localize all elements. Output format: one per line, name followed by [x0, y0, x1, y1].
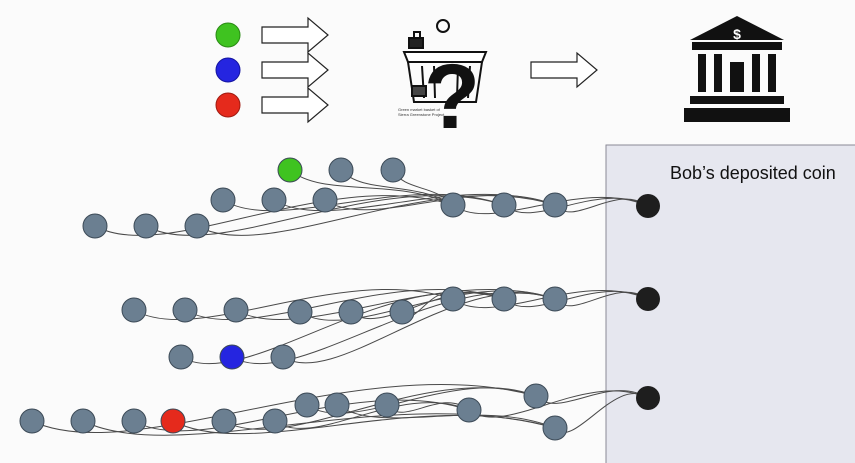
- coin-node: [172, 297, 198, 323]
- coin-node: [328, 157, 354, 183]
- dollar-sign-icon: $: [733, 26, 741, 42]
- coin-node: [374, 392, 400, 418]
- edge-line: [289, 169, 454, 206]
- top-coins: [215, 22, 241, 118]
- arrow-right-icon: [261, 51, 329, 89]
- edge-line: [82, 413, 556, 436]
- coin-node: [491, 286, 517, 312]
- basket-caption: Green market basket of Sierra Greenstone…: [398, 107, 445, 117]
- coin-node: [70, 408, 96, 434]
- nodes: [19, 157, 568, 441]
- coin-node: [121, 408, 147, 434]
- red-coin-icon: [215, 92, 241, 118]
- coin-node: [223, 297, 249, 323]
- deposited-coin-node: [636, 386, 660, 410]
- coin-node: [210, 187, 236, 213]
- green-coin-node: [277, 157, 303, 183]
- coin-node: [523, 383, 549, 409]
- edge-line: [468, 390, 649, 418]
- edge-line: [299, 290, 556, 321]
- edge-line: [503, 197, 649, 214]
- deposited-coin-node: [636, 287, 660, 311]
- edge-line: [172, 414, 556, 435]
- coin-node: [168, 344, 194, 370]
- edge-line: [133, 289, 454, 320]
- question-mark: ?: [424, 46, 480, 148]
- coin-node: [338, 299, 364, 325]
- coin-node: [261, 187, 287, 213]
- flow-arrows: [261, 16, 598, 124]
- edge-line: [282, 292, 556, 364]
- coin-node: [262, 408, 288, 434]
- coin-node: [440, 286, 466, 312]
- coin-node: [270, 344, 296, 370]
- shopping-basket-icon: [402, 19, 488, 103]
- coin-node: [121, 297, 147, 323]
- bank-building-icon: [684, 16, 790, 122]
- coin-node: [82, 213, 108, 239]
- coin-node: [133, 213, 159, 239]
- coin-node: [380, 157, 406, 183]
- red-coin-node: [160, 408, 186, 434]
- coin-node: [312, 187, 338, 213]
- edge-line: [94, 195, 454, 236]
- blue-coin-icon: [215, 57, 241, 83]
- deposited-coins: [636, 194, 660, 410]
- coin-node: [389, 299, 415, 325]
- coin-node: [287, 299, 313, 325]
- coin-node: [542, 192, 568, 218]
- edge-line: [503, 290, 649, 308]
- coin-node: [211, 408, 237, 434]
- edge-line: [350, 292, 505, 319]
- arrow-right-icon: [530, 51, 598, 89]
- coin-node: [456, 397, 482, 423]
- blue-coin-node: [219, 344, 245, 370]
- green-coin-icon: [215, 22, 241, 48]
- coin-node: [184, 213, 210, 239]
- edge-line: [324, 194, 556, 211]
- arrow-right-icon: [261, 16, 329, 54]
- coin-node: [294, 392, 320, 418]
- coin-node: [542, 415, 568, 441]
- coin-node: [491, 192, 517, 218]
- coin-node: [440, 192, 466, 218]
- deposited-coin-node: [636, 194, 660, 218]
- deposit-label: Bob’s deposited coin: [670, 163, 836, 183]
- edge-line: [336, 404, 556, 429]
- coin-node: [324, 392, 350, 418]
- coin-node: [542, 286, 568, 312]
- arrow-right-icon: [261, 86, 329, 124]
- coin-node: [19, 408, 45, 434]
